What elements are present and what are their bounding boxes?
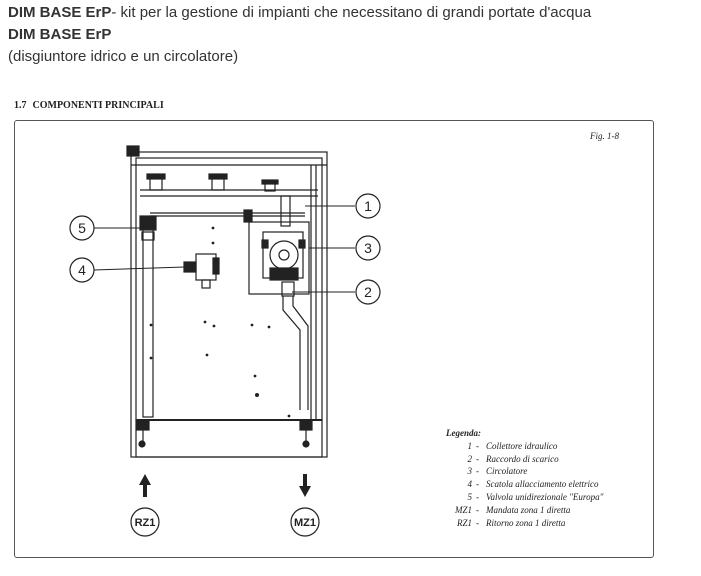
legend-title: Legenda: — [446, 428, 481, 438]
legend: Legenda: 1-Collettore idraulico 2-Raccor… — [446, 427, 603, 529]
callout-5: 5 — [69, 215, 95, 241]
intro-line-2: DIM BASE ErP — [8, 26, 112, 43]
legend-item: 3-Circolatore — [467, 466, 528, 477]
callout-2: 2 — [355, 279, 381, 305]
arrow-up-icon — [139, 474, 151, 497]
intro-line-3: (disgiuntore idrico e un circolatore) — [8, 48, 239, 65]
port-rz1: RZ1 — [130, 507, 160, 537]
callout-1: 1 — [355, 193, 381, 219]
legend-item: 2-Raccordo di scarico — [467, 453, 559, 464]
svg-text:MZ1: MZ1 — [294, 517, 316, 529]
svg-text:4: 4 — [78, 262, 86, 278]
callout-3: 3 — [355, 235, 381, 261]
intro-text: DIM BASE ErP- kit per la gestione di imp… — [8, 2, 698, 68]
svg-text:RZ1: RZ1 — [135, 517, 156, 529]
section-heading: COMPONENTI PRINCIPALI — [32, 100, 164, 111]
section-title: 1.7 COMPONENTI PRINCIPALI — [14, 100, 164, 111]
svg-text:1: 1 — [364, 198, 372, 214]
section-number: 1.7 — [14, 100, 27, 111]
legend-item: RZ1-Ritorno zona 1 diretta — [456, 517, 566, 528]
port-mz1: MZ1 — [290, 507, 320, 537]
arrow-down-icon — [299, 474, 311, 497]
figure-frame — [14, 120, 654, 558]
legend-item: MZ1-Mandata zona 1 diretta — [454, 504, 571, 515]
product-name: DIM BASE ErP — [8, 4, 112, 21]
svg-text:3: 3 — [364, 240, 372, 256]
svg-text:2: 2 — [364, 284, 372, 300]
legend-item: 1-Collettore idraulico — [467, 440, 558, 451]
callouts: 1 3 2 5 4 — [69, 193, 381, 305]
figure-label: Fig. 1-8 — [590, 131, 619, 141]
svg-text:5: 5 — [78, 220, 86, 236]
cabinet-outline — [130, 151, 328, 458]
intro-line-1: DIM BASE ErP- kit per la gestione di imp… — [8, 2, 698, 24]
callout-4: 4 — [69, 257, 95, 283]
product-description: - kit per la gestione di impianti che ne… — [111, 4, 592, 21]
legend-item: 4-Scatola allacciamento elettrico — [467, 479, 599, 490]
legend-item: 5-Valvola unidirezionale "Europa" — [467, 491, 604, 502]
